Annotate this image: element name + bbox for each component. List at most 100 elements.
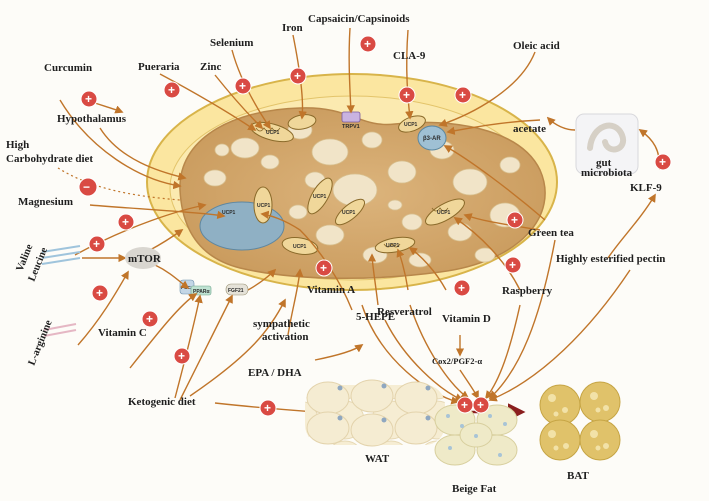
amino-acid-chain-icon	[41, 245, 81, 265]
ucp1-label: UCP1	[342, 210, 356, 216]
label-epa-dha: EPA / DHA	[248, 367, 302, 379]
label-curcumin: Curcumin	[44, 62, 92, 74]
label-beige: Beige Fat	[452, 483, 497, 495]
label-vitamin-c: Vitamin C	[98, 327, 147, 339]
label-green-tea: Green tea	[528, 227, 574, 239]
gut-microbiota-box	[575, 113, 639, 175]
plus-badge: +	[654, 153, 672, 171]
svg-text:−: −	[83, 180, 90, 194]
trpv1-label: TRPV1	[342, 124, 360, 130]
ucp1-label: UCP1	[222, 210, 236, 216]
plus-badge: +	[454, 86, 472, 104]
plus-badge: +	[472, 396, 490, 414]
ppara-badge: PPARα	[190, 285, 212, 296]
label-gut: gut	[596, 157, 612, 169]
svg-text:+: +	[364, 37, 371, 51]
svg-text:+: +	[320, 261, 327, 275]
label-5-hepe: 5-HEPE	[356, 311, 395, 323]
ucp1-label: UCP1	[293, 244, 307, 250]
wat-cluster	[305, 379, 445, 447]
label-vitamin-d: Vitamin D	[442, 313, 491, 325]
label-cox2: Cox2/PGF2-α	[432, 356, 482, 366]
label-mtor: mTOR	[128, 253, 162, 265]
label-symp-2: activation	[262, 331, 308, 343]
label-vitamin-a: Vitamin A	[307, 284, 355, 296]
plus-badge: +	[141, 310, 159, 328]
plus-badge: +	[163, 81, 181, 99]
label-raspberry: Raspberry	[502, 285, 553, 297]
mtor-blob	[125, 247, 161, 269]
label-selenium: Selenium	[210, 37, 253, 49]
label-resveratrol: Resveratrol	[377, 306, 432, 318]
label-acetate: acetate	[513, 123, 546, 135]
plus-badge: +	[234, 77, 252, 95]
plus-badge: +	[398, 86, 416, 104]
label-ketogenic: Ketogenic diet	[128, 396, 196, 408]
plus-badge: +	[453, 279, 471, 297]
svg-text:+: +	[96, 286, 103, 300]
ucp1-label: UCP1	[313, 194, 327, 200]
svg-text:+: +	[178, 349, 185, 363]
svg-text:+: +	[264, 401, 271, 415]
label-symp-1: sympathetic	[253, 318, 310, 330]
high-carb-inhibition-line	[57, 167, 181, 201]
mitochondria-cristae	[255, 127, 449, 248]
label-wat: WAT	[365, 453, 390, 465]
label-high: High	[6, 139, 29, 151]
ucp1-label: UCP1	[257, 203, 271, 209]
plus-badge: +	[315, 259, 333, 277]
label-pectin: Highly esterified pectin	[556, 253, 665, 265]
svg-text:+: +	[459, 88, 466, 102]
plus-badge: +	[506, 211, 524, 229]
plus-badge: +	[504, 256, 522, 274]
svg-text:+: +	[146, 312, 153, 326]
plus-badge: +	[91, 284, 109, 302]
label-klf9: KLF-9	[630, 182, 662, 194]
beige-fat-cluster	[434, 404, 518, 466]
label-high-carb: Carbohydrate diet	[6, 153, 93, 165]
lipid-droplets	[203, 120, 521, 268]
svg-text:+: +	[509, 258, 516, 272]
label-magnesium: Magnesium	[18, 196, 73, 208]
plus-badge: +	[456, 396, 474, 414]
trpv1-receptor: TRPV1	[341, 111, 361, 130]
label-bat: BAT	[567, 470, 589, 482]
plus-badge: +	[173, 347, 191, 365]
ppara-label: PPARα	[193, 289, 211, 295]
svg-text:+: +	[477, 398, 484, 412]
mitochondria	[250, 114, 465, 255]
label-l-arginine: L-arginine	[27, 318, 55, 367]
ucp1-label: UCP1	[437, 210, 451, 216]
label-microbiota: microbiota	[581, 167, 633, 179]
svg-text:+: +	[85, 92, 92, 106]
plus-badge: +	[88, 235, 106, 253]
bat-cluster	[539, 381, 621, 461]
svg-text:+: +	[294, 69, 301, 83]
ucp1-label: UCP1	[386, 243, 400, 249]
svg-text:+: +	[458, 281, 465, 295]
b3-ar-label: β3-AR	[423, 136, 441, 142]
label-pueraria: Pueraria	[138, 61, 180, 73]
label-oleic: Oleic acid	[513, 40, 560, 52]
label-capsaicin: Capsaicin/Capsinoids	[308, 13, 410, 25]
svg-text:+: +	[461, 398, 468, 412]
svg-text:+: +	[659, 155, 666, 169]
fgf21-label: FGF21	[228, 288, 244, 294]
svg-text:+: +	[122, 215, 129, 229]
svg-text:+: +	[239, 79, 246, 93]
plus-badge: +	[289, 67, 307, 85]
plus-badge: +	[359, 35, 377, 53]
fgf21-badge: FGF21	[225, 283, 249, 296]
plus-badge: +	[259, 399, 277, 417]
svg-text:+: +	[93, 237, 100, 251]
svg-text:+: +	[403, 88, 410, 102]
ucp1-label: UCP1	[266, 130, 280, 136]
label-iron: Iron	[282, 22, 303, 34]
label-cla9: CLA-9	[393, 50, 426, 62]
svg-text:+: +	[168, 83, 175, 97]
plus-badge: +	[80, 90, 98, 108]
plus-badge: +	[117, 213, 135, 231]
ucp1-label: UCP1	[404, 122, 418, 128]
